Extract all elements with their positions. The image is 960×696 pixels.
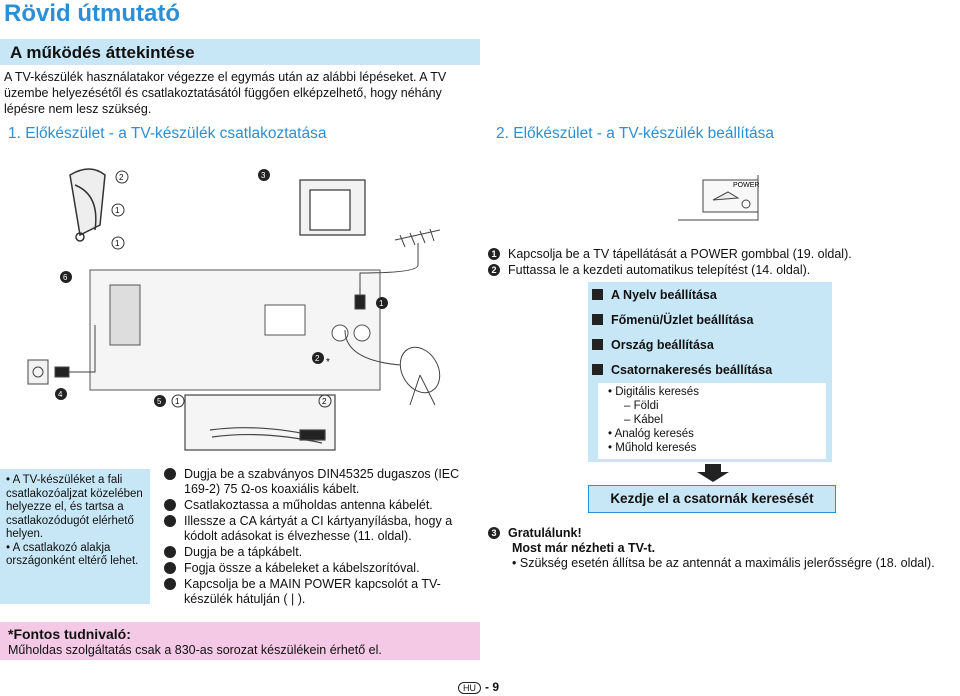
congrats-bullet: • Szükség esetén állítsa be az antennát … [512,556,935,570]
sub-satellite: • Műhold keresés [608,442,697,454]
language-badge: HU [458,682,481,694]
step2-title: 2. Előkészület - a TV-készülék beállítás… [496,125,774,142]
down-arrow-icon [705,464,721,474]
number-2-icon: 2 [157,499,176,511]
connection-diagram: 2 1 1 3 6 1 2 * 4 5 1 2 [27,168,441,451]
number-4-icon: 4 [157,546,176,558]
square-bullet-icon [592,314,603,325]
svg-text:1: 1 [115,206,120,215]
svg-text:3: 3 [261,171,266,180]
important-note-title: *Fontos tudnivaló: [8,626,131,642]
intro-text: A TV-készülék használatakor végezze el e… [4,69,474,117]
start-channel-search-box: Kezdje el a csatornák keresését [588,485,836,513]
svg-text:2: 2 [119,173,124,182]
power-button-illustration: POWER [678,175,759,221]
search-options-box [598,383,826,459]
page-number: HU- 9 [458,680,499,694]
svg-text:6: 6 [63,273,68,282]
placement-note-box [0,469,150,604]
flow-step-language: A Nyelv beállítása [592,288,792,302]
svg-text:1: 1 [379,299,384,308]
placement-note: • A TV-készüléket a fali csatlakozóaljza… [6,474,150,569]
square-bullet-icon [592,289,603,300]
sub-analog: • Analóg keresés [608,428,694,440]
important-note-text: Műholdas szolgáltatás csak a 830-as soro… [8,643,382,657]
section-title: A működés áttekintése [10,43,195,62]
svg-text:2: 2 [322,397,327,406]
number-3-icon: 3 [157,515,176,527]
svg-text:2: 2 [315,354,320,363]
number-5-icon: 5 [157,562,176,574]
cable-bundle-illustration [184,394,336,451]
important-note-box [0,622,480,660]
number-2-icon: 2 [488,264,500,276]
sub-cable: – Kábel [624,414,664,426]
square-bullet-icon [592,364,603,375]
placement-note-bullet-2: • A csatlakozó alakja országonként eltér… [6,541,139,568]
sub-digital: • Digitális keresés [608,386,699,398]
power-plug-illustration [27,325,96,385]
placement-note-bullet-1: • A TV-készüléket a fali csatlakozóaljza… [6,474,143,540]
power-label: POWER [733,182,759,189]
cable-tie-illustration [69,168,106,242]
step1-title: 1. Előkészület - a TV-készülék csatlakoz… [8,125,327,142]
svg-text:4: 4 [58,390,63,399]
congrats-line-2: Most már nézheti a TV-t. [512,541,656,555]
flow-step-channel-search: Csatornakeresés beállítása [592,363,792,377]
satellite-dish-illustration [344,329,441,406]
ca-card-illustration [299,179,366,236]
intro-line-2: üzembe helyezésétől és csatlakoztatásátó… [4,86,442,100]
down-arrow-head-icon [697,472,729,482]
flow-step-main-menu: Főmenü/Üzlet beállítása [592,313,792,327]
page-title: Rövid útmutató [4,0,180,27]
number-3-icon: 3 [488,527,500,539]
svg-text:1: 1 [115,239,120,248]
section-bar [0,39,480,65]
intro-line-3: lépésre nem lesz szükség. [4,102,152,116]
antenna-illustration [354,228,441,310]
number-1-icon: 1 [488,248,500,260]
sub-terrestrial: – Földi [624,400,659,412]
svg-text:*: * [326,357,330,368]
square-bullet-icon [592,339,603,350]
flow-step-country: Ország beállítása [592,338,792,352]
svg-text:1: 1 [175,397,180,406]
intro-line-1: A TV-készülék használatakor végezze el e… [4,70,447,84]
number-1-icon: 1 [157,468,176,480]
svg-text:5: 5 [157,397,162,406]
number-6-icon: 6 [157,578,176,590]
tv-back-illustration [89,269,381,391]
